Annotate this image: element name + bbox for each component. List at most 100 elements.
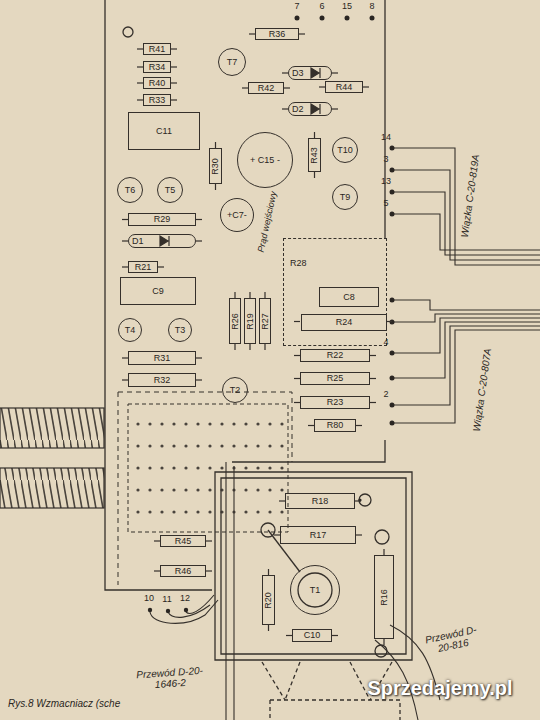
component-lead — [206, 570, 212, 571]
component-circle: T10 — [332, 137, 358, 163]
component-lead — [332, 108, 338, 109]
wire — [392, 148, 540, 265]
pin-number: 12 — [180, 594, 190, 604]
part-label: D1 — [132, 237, 144, 246]
part-label: R34 — [149, 63, 166, 72]
part-label: R40 — [149, 79, 166, 88]
resistor: R17 — [280, 526, 356, 544]
pin-number: 14 — [381, 133, 391, 143]
traces — [150, 148, 540, 720]
mounting-hole — [123, 27, 133, 37]
board-outline — [105, 0, 385, 590]
resistor: R27 — [259, 298, 271, 344]
component-lead — [215, 184, 216, 190]
resistor: R25 — [300, 372, 370, 385]
annotation: Przewód D-20-1646-2 — [123, 664, 216, 692]
part-label: R20 — [264, 592, 273, 609]
component-lead — [284, 87, 290, 88]
resistor: R19 — [244, 298, 256, 344]
capacitor: C11 — [128, 112, 200, 150]
component-circle: T6 — [117, 177, 143, 203]
component-lead — [171, 82, 177, 83]
resistor: R16 — [374, 555, 394, 639]
wire — [150, 600, 218, 623]
pin-number: 7 — [294, 2, 299, 12]
part-label: R45 — [175, 537, 192, 546]
component-circle: T7 — [218, 48, 246, 76]
resistor: R24 — [301, 314, 387, 331]
pin — [184, 608, 188, 612]
annotation: Wiązka C-20-819A — [459, 154, 482, 239]
part-label: R27 — [261, 313, 270, 330]
pin-number: 2 — [383, 390, 388, 400]
component-lead — [249, 344, 250, 350]
part-label: R41 — [149, 45, 166, 54]
part-label: R31 — [154, 354, 171, 363]
part-label: R44 — [336, 83, 353, 92]
part-label: R80 — [327, 421, 344, 430]
diode: D1 — [128, 234, 196, 248]
pin — [390, 298, 395, 303]
pin — [390, 212, 395, 217]
part-label: T9 — [340, 193, 351, 202]
diode-symbol — [311, 68, 320, 78]
diode-symbols — [160, 68, 320, 246]
part-label: R22 — [327, 351, 344, 360]
component-circle: T1 — [290, 565, 340, 615]
part-label: R42 — [258, 84, 275, 93]
component-circle: + C15 - — [237, 132, 293, 188]
resistor: R23 — [300, 396, 370, 409]
component-lead — [158, 266, 164, 267]
resistor: R42 — [248, 82, 284, 94]
diode: D3 — [288, 66, 332, 80]
resistor: R44 — [325, 81, 363, 93]
part-label: R16 — [379, 589, 388, 606]
component-lead — [299, 33, 305, 34]
resistor: R43 — [308, 138, 321, 172]
resistor: R29 — [128, 213, 196, 226]
pin — [390, 421, 395, 426]
pin — [390, 190, 395, 195]
pin — [166, 609, 170, 613]
component-lead — [370, 355, 376, 356]
heatsink-outline — [221, 478, 406, 654]
component-circle: +C7- — [220, 198, 254, 232]
pin — [390, 351, 395, 356]
part-label: T4 — [125, 326, 136, 335]
cables — [0, 408, 104, 508]
component-lead — [332, 635, 338, 636]
figure-caption: Rys.8 Wzmacniacz (sche — [8, 698, 120, 709]
pin-number: 6 — [319, 2, 324, 12]
resistor: R21 — [128, 261, 158, 273]
part-label: R33 — [149, 96, 166, 105]
wire — [392, 326, 540, 405]
diode-symbol — [160, 236, 169, 246]
pin-number: 5 — [383, 199, 388, 209]
diode: D2 — [288, 102, 332, 116]
transistor-body — [298, 573, 332, 607]
part-label: R19 — [246, 313, 255, 330]
resistor: R80 — [314, 419, 356, 432]
part-label: D2 — [292, 105, 304, 114]
part-label: +C7- — [227, 211, 247, 220]
part-label: D3 — [292, 69, 304, 78]
component-lead — [264, 344, 265, 350]
part-label: T2 — [230, 386, 241, 395]
pin-number: 4 — [383, 338, 388, 348]
part-label: C8 — [343, 293, 355, 302]
pin — [390, 403, 395, 408]
resistor: R31 — [128, 351, 196, 365]
resistor: R45 — [160, 535, 206, 547]
component-circle: T9 — [332, 184, 358, 210]
diode-symbol — [311, 104, 320, 114]
part-label: T1 — [310, 586, 321, 595]
component-lead — [356, 425, 362, 426]
part-label: R26 — [231, 313, 240, 330]
pin-number: 15 — [342, 2, 352, 12]
component-lead — [294, 321, 300, 322]
resistor: R41 — [143, 43, 171, 55]
